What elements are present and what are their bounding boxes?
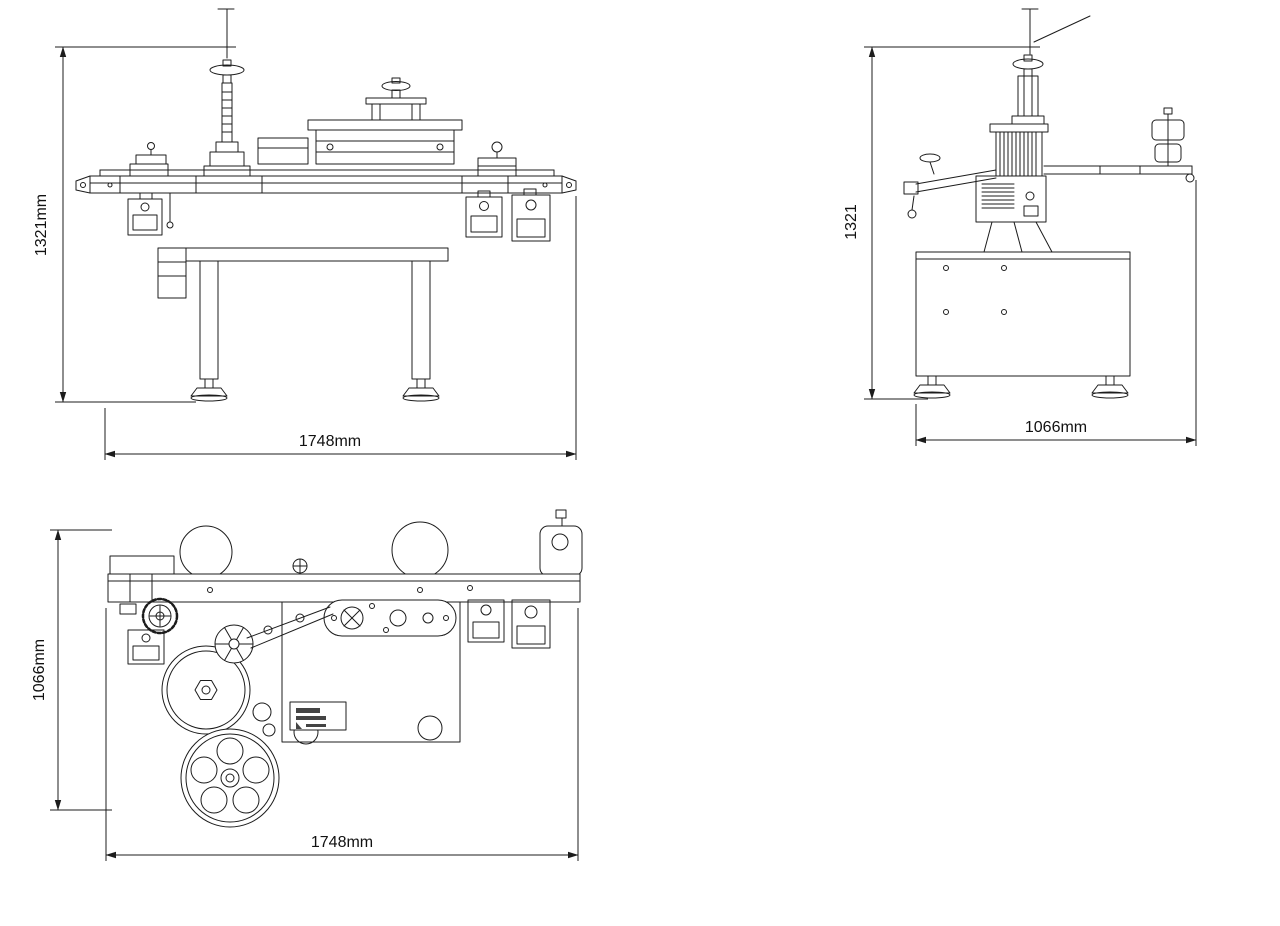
side-right-arm bbox=[1043, 107, 1195, 183]
side-width-label: 1066mm bbox=[1025, 419, 1087, 436]
front-view bbox=[75, 8, 577, 402]
front-screw-travel bbox=[217, 8, 235, 59]
side-view bbox=[903, 8, 1195, 399]
plan-belt bbox=[323, 599, 457, 637]
side-adjuster bbox=[1011, 54, 1045, 125]
plan-dancer-arm bbox=[214, 606, 334, 664]
front-foot-left bbox=[190, 378, 228, 402]
front-bench bbox=[157, 247, 449, 380]
front-guide-pin bbox=[166, 192, 174, 229]
plan-table bbox=[107, 555, 581, 603]
front-dimensions bbox=[55, 46, 577, 460]
front-center-head bbox=[257, 77, 463, 165]
side-body bbox=[975, 175, 1053, 253]
plan-rewind-wheel bbox=[180, 728, 280, 828]
plan-gear bbox=[141, 597, 179, 635]
front-sensor-box-2 bbox=[465, 190, 503, 238]
front-height-label: 1321mm bbox=[33, 194, 50, 256]
front-foot-right bbox=[402, 378, 440, 402]
plan-supply-reel bbox=[161, 645, 251, 735]
front-left-bracket bbox=[129, 142, 169, 177]
plan-post-tops bbox=[179, 509, 583, 579]
side-height-label: 1321 bbox=[843, 204, 860, 240]
plan-dimensions bbox=[50, 529, 579, 861]
front-conveyor bbox=[75, 169, 577, 194]
side-head-roller bbox=[989, 123, 1049, 177]
plan-nameplate bbox=[289, 701, 347, 731]
front-sensor-box-3 bbox=[511, 188, 551, 242]
plan-view bbox=[107, 509, 583, 828]
side-cabinet bbox=[915, 251, 1131, 377]
side-left-arm bbox=[903, 153, 997, 219]
front-width-label: 1748mm bbox=[299, 433, 361, 450]
plan-right-boxes bbox=[467, 599, 551, 649]
plan-width-label: 1748mm bbox=[311, 834, 373, 851]
front-sensor-box-1 bbox=[127, 192, 163, 236]
side-foot-right bbox=[1091, 375, 1129, 399]
plan-height-label: 1066mm bbox=[31, 639, 48, 701]
front-left-adjuster bbox=[203, 59, 251, 177]
plan-guide-rollers bbox=[252, 702, 276, 737]
side-dimensions bbox=[864, 46, 1197, 446]
plan-left-boxes bbox=[119, 603, 165, 665]
front-right-bracket bbox=[477, 141, 517, 177]
side-foot-left bbox=[913, 375, 951, 399]
